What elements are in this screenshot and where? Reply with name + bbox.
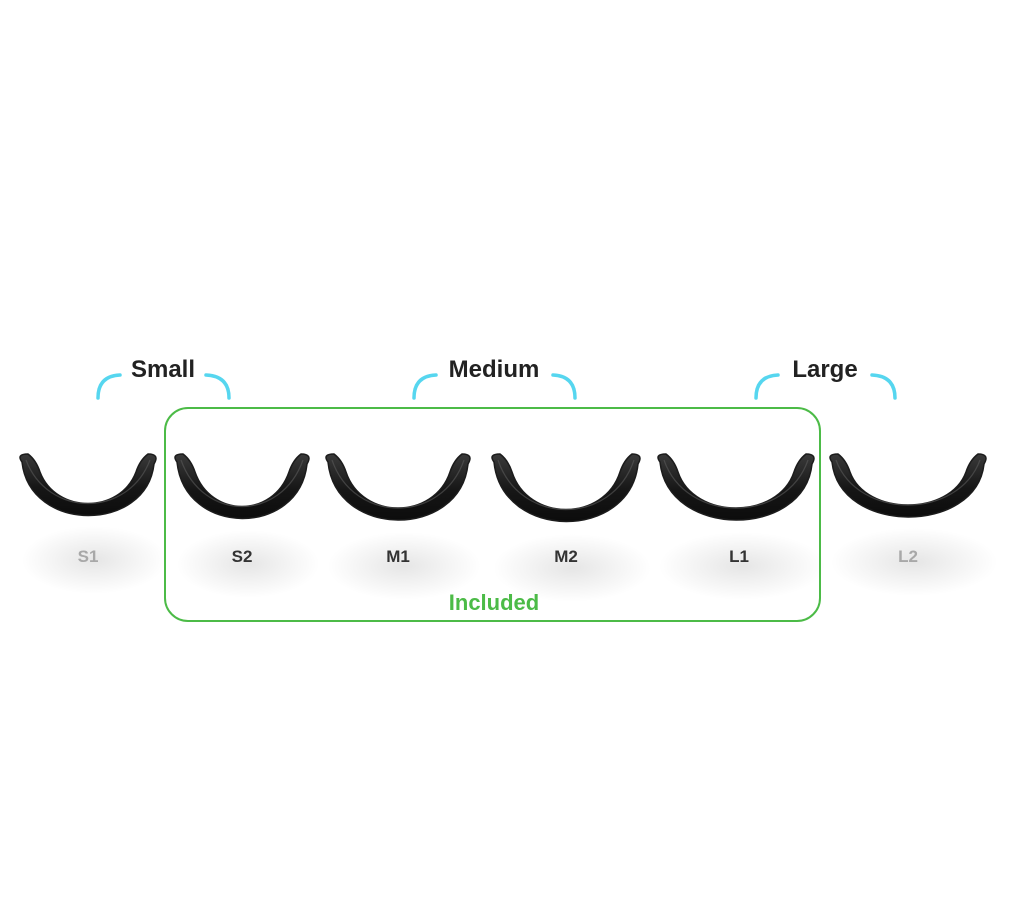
group-label-medium: Medium	[448, 356, 540, 383]
nose-pad-shape	[829, 453, 987, 518]
nose-pad-m2	[491, 453, 652, 602]
brace-small-right	[204, 373, 231, 400]
nose-pad-shadow	[492, 534, 652, 602]
group-label-large: Large	[792, 356, 858, 383]
nose-pad-m1	[325, 453, 481, 600]
nose-pad-highlight	[497, 459, 635, 511]
brace-large-left	[754, 373, 780, 400]
nose-pad-highlight	[180, 459, 304, 507]
nose-pad-shape	[174, 453, 310, 520]
nose-pad-shadow	[176, 530, 320, 598]
nose-pad-shadow	[658, 532, 826, 600]
size-label-s1: S1	[77, 547, 99, 566]
brace-small-left	[96, 373, 122, 400]
included-label: Included	[448, 590, 540, 615]
brace-medium-right	[551, 373, 577, 400]
included-box	[164, 407, 821, 622]
nose-pad-highlight	[835, 459, 981, 506]
group-label-small: Small	[130, 356, 196, 383]
size-label-l2: L2	[898, 547, 918, 566]
nose-pad-shape	[19, 453, 157, 517]
nose-pad-shadow	[830, 528, 998, 596]
nose-pad-shadow	[21, 526, 167, 594]
nose-pad-l2	[829, 453, 998, 596]
size-label-m2: M2	[554, 547, 578, 566]
nose-pad-shadow	[327, 532, 481, 600]
size-label-m1: M1	[386, 547, 410, 566]
nose-pad-shape	[325, 453, 471, 521]
size-label-s2: S2	[231, 547, 253, 566]
brace-medium-left	[412, 373, 438, 400]
nose-pad-s1	[19, 453, 167, 594]
nose-pad-highlight	[25, 459, 151, 504]
nose-pad-s2	[174, 453, 320, 598]
nose-pad-l1	[657, 453, 826, 600]
nose-pad-highlight	[331, 459, 465, 509]
brace-large-right	[870, 373, 897, 400]
nose-pad-shape	[491, 453, 641, 523]
size-label-l1: L1	[729, 547, 749, 566]
nose-pad-highlight	[663, 459, 809, 509]
nose-pad-shape	[657, 453, 815, 521]
